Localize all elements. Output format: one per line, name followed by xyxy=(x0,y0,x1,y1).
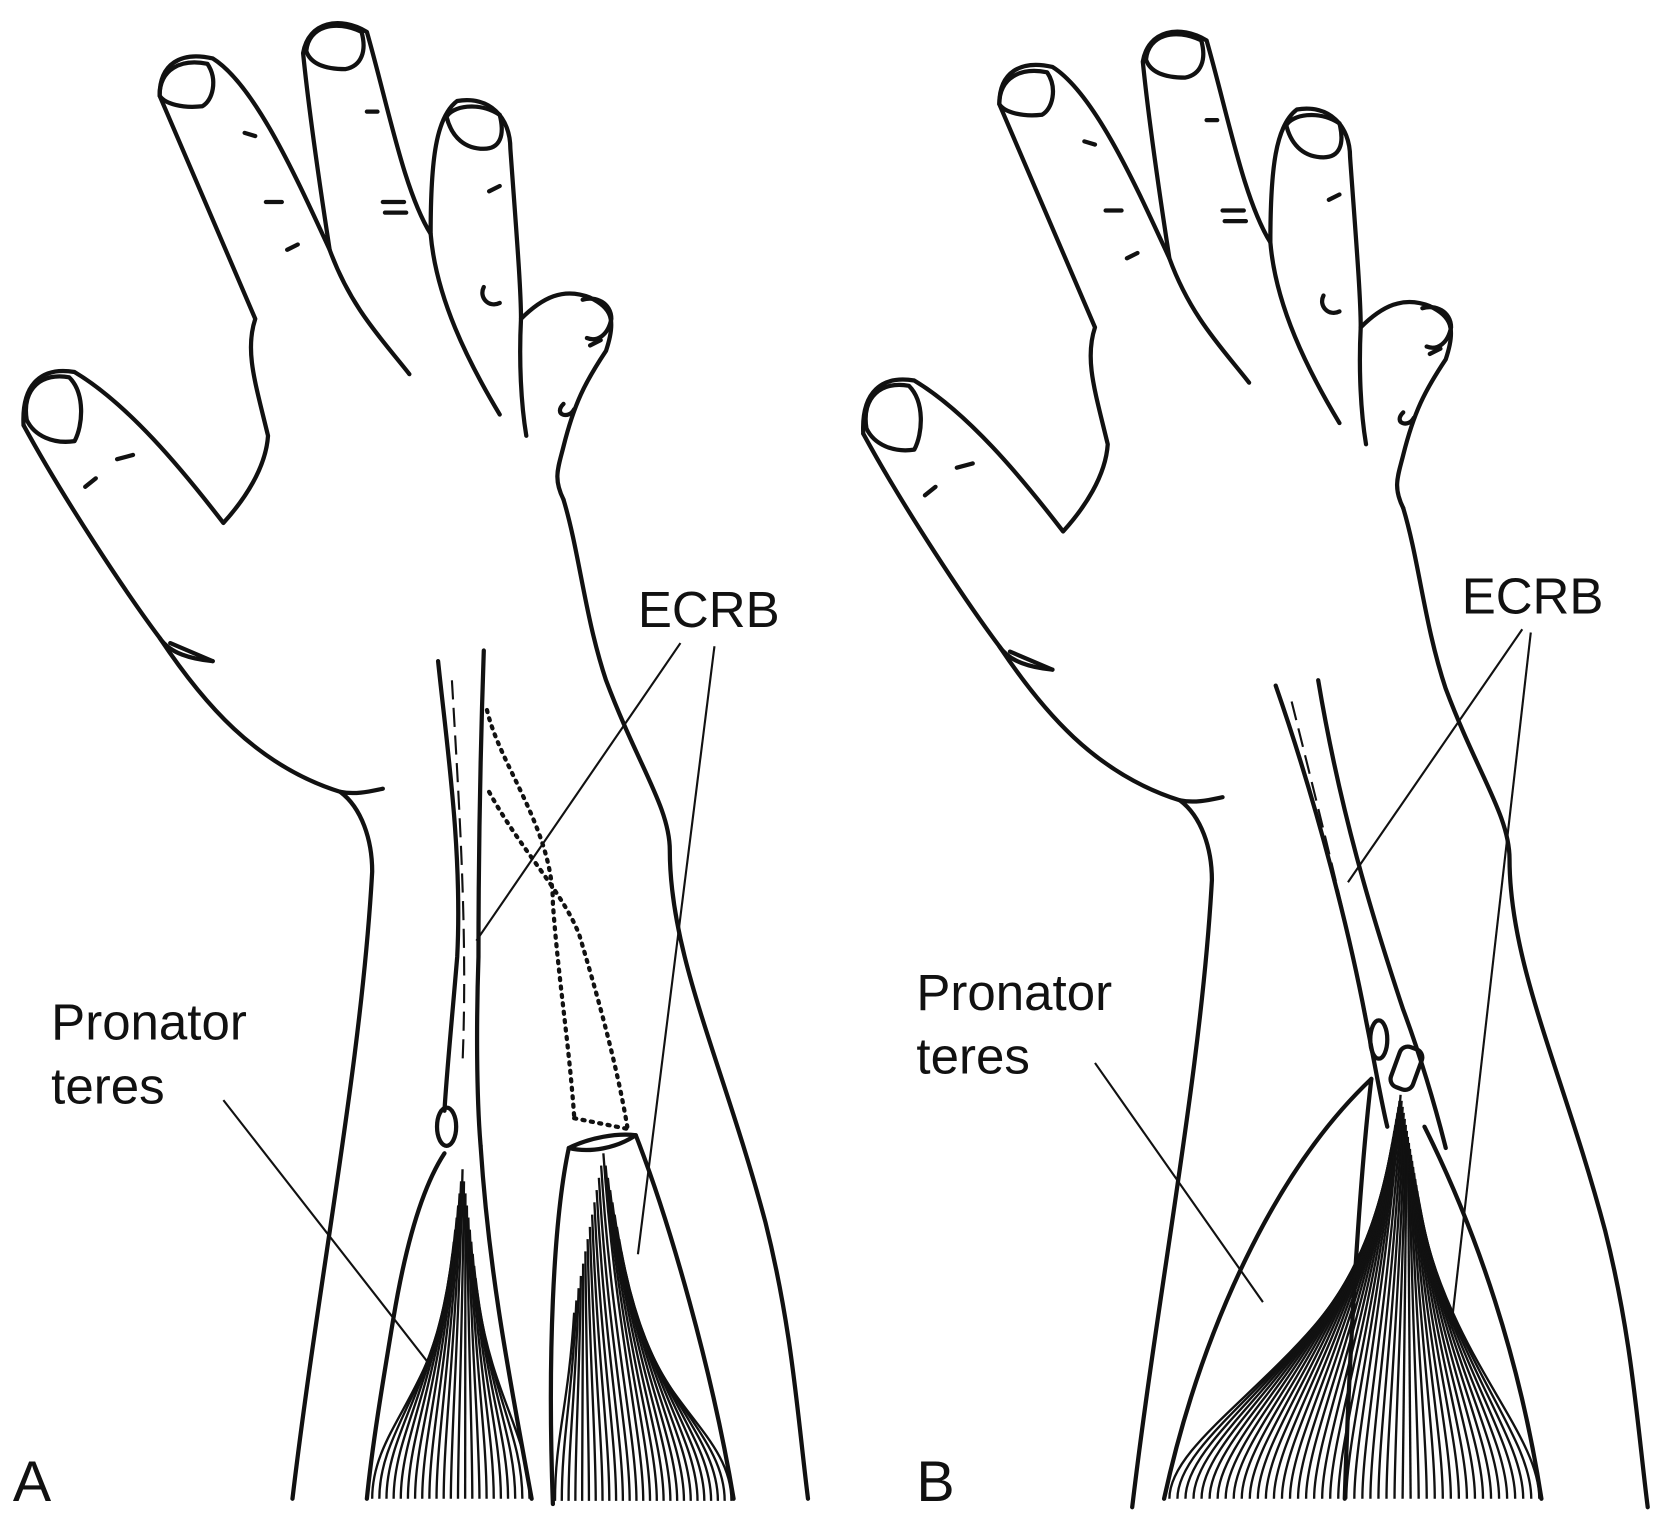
pronator-teres-muscle-b xyxy=(1161,1076,1544,1501)
muscle-fiber xyxy=(470,1241,495,1499)
muscle-fiber xyxy=(449,1169,464,1499)
muscle-fiber xyxy=(1410,1160,1444,1499)
panel-label-b: B xyxy=(916,1450,954,1514)
muscle-fiber xyxy=(1337,1106,1400,1499)
muscle-fiber xyxy=(468,1229,488,1499)
muscle-fiber xyxy=(1345,1100,1401,1499)
leader-lines-a xyxy=(222,642,716,1367)
muscle-fiber xyxy=(606,1177,658,1501)
muscle-fiber xyxy=(584,1251,591,1501)
muscle-fiber xyxy=(602,1153,645,1501)
muscle-fiber xyxy=(1409,1154,1436,1499)
muscle-fiber xyxy=(392,1265,453,1499)
muscle-fiber xyxy=(553,1312,576,1501)
panel-b: ECRB Pronator teres B xyxy=(863,32,1648,1514)
muscle-fiber xyxy=(1385,1118,1406,1499)
pronator-teres-label-b-line2: teres xyxy=(916,1028,1029,1085)
muscle-fiber xyxy=(442,1181,463,1499)
muscle-fiber xyxy=(421,1217,458,1499)
muscle-fiber xyxy=(1361,1100,1403,1499)
muscle-fiber xyxy=(1369,1106,1404,1499)
ecrb-label-b: ECRB xyxy=(1462,567,1604,624)
muscle-fiber xyxy=(629,1300,726,1501)
muscle-fiber xyxy=(1411,1166,1453,1499)
muscle-fiber xyxy=(631,1312,733,1501)
muscle-fiber xyxy=(586,1239,597,1501)
panel-a: ECRB Pronator teres A xyxy=(13,23,808,1514)
panel-label-a: A xyxy=(13,1450,52,1514)
muscle-fiber xyxy=(465,1205,474,1499)
muscle-fiber xyxy=(1418,1202,1501,1499)
leader-lines-b xyxy=(1094,628,1532,1329)
muscle-fiber xyxy=(1321,1118,1398,1499)
ecrb-tendon-a xyxy=(434,648,486,1148)
muscle-fiber xyxy=(1407,1142,1420,1499)
muscle-fiber xyxy=(588,1226,604,1501)
muscle-fiber xyxy=(1377,1112,1405,1499)
pronator-teres-muscle-a xyxy=(364,1143,534,1501)
muscle-fiber xyxy=(1423,1232,1541,1499)
muscle-fiber xyxy=(435,1193,461,1499)
ecrb-dotted-path-a xyxy=(484,707,630,1131)
hand-outline-a xyxy=(23,23,808,1499)
muscle-fiber xyxy=(1413,1178,1469,1499)
muscle-fiber xyxy=(1401,1130,1408,1499)
muscle-fiber xyxy=(580,1263,585,1501)
muscle-fiber xyxy=(599,1165,638,1501)
muscle-fiber xyxy=(474,1277,517,1499)
muscle-fiber xyxy=(477,1301,531,1499)
muscle-fiber xyxy=(1353,1094,1402,1499)
pronator-teres-label-b-line1: Pronator xyxy=(916,964,1112,1021)
pronator-teres-label-a-line1: Pronator xyxy=(51,994,247,1051)
muscle-fiber xyxy=(1393,1124,1407,1499)
muscle-fiber xyxy=(1329,1112,1399,1499)
ecrb-tendon-b xyxy=(1273,678,1448,1151)
muscle-fiber xyxy=(428,1205,460,1499)
ecrb-muscle-stump-a xyxy=(548,1132,736,1507)
muscle-fiber xyxy=(560,1300,578,1501)
ecrb-label-a: ECRB xyxy=(638,581,780,638)
muscle-fiber xyxy=(593,1202,618,1501)
muscle-fiber xyxy=(604,1165,652,1501)
muscle-fiber xyxy=(574,1275,583,1501)
hand-outline-b xyxy=(863,32,1648,1508)
muscle-fiber xyxy=(1406,1136,1412,1499)
muscle-fiber xyxy=(1312,1124,1397,1499)
muscle-fiber xyxy=(456,1181,466,1499)
muscle-fiber xyxy=(595,1190,625,1501)
muscle-fiber xyxy=(597,1177,631,1501)
muscle-fiber xyxy=(467,1217,481,1499)
pronator-teres-label-a-line2: teres xyxy=(51,1057,164,1114)
muscle-fiber xyxy=(590,1214,611,1501)
muscle-fiber xyxy=(1412,1172,1461,1499)
muscle-fiber xyxy=(567,1288,580,1501)
muscle-fiber xyxy=(1408,1148,1428,1499)
muscle-fiber xyxy=(608,1189,665,1501)
